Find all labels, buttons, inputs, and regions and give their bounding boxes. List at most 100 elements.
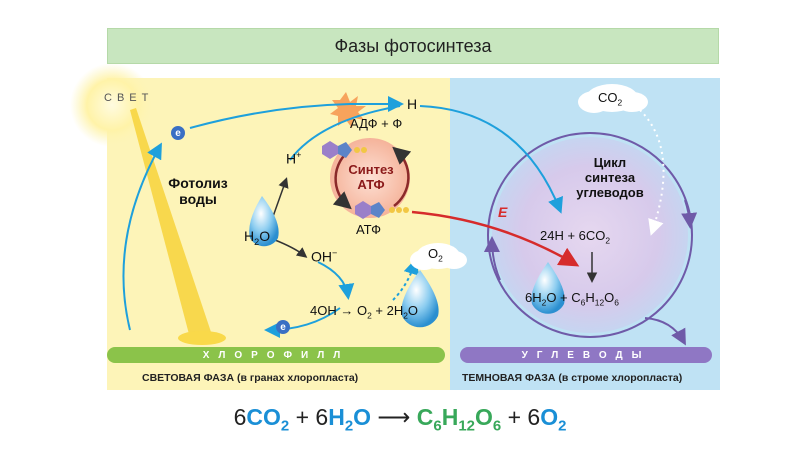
rx4-sub-b: 2 [403,310,408,321]
eq-o3-sub: 2 [558,417,567,435]
eq-c-sub: 6 [433,417,442,435]
o2-sub: 2 [438,253,443,264]
eq-plus-2: + 6 [501,404,541,430]
electron-to-h-arrow [189,96,404,129]
eq-coef-1: 6 [233,404,247,430]
rx4-part-b: + 2H [371,303,404,318]
co2-label: CO2 [598,90,622,108]
eq-o: O [353,404,372,430]
co2-base: CO [598,90,618,105]
photolysis-line-1: Фотолиз [168,175,228,191]
rxg-sub-c: 12 [594,297,605,308]
water-drop-icon [249,196,279,247]
adp-label: АДФ + Ф [350,116,403,131]
carbs-output-arrow [644,317,686,346]
eq-arrow: ⟶ [371,404,417,430]
eq-o2-sub: 6 [492,417,502,435]
water-h: H [244,228,255,244]
cycle-line-2: синтеза [584,170,636,185]
atp-synthesis-label: Синтез АТФ [340,162,402,192]
eq-co: CO [246,404,281,430]
water-drop-product-icon [401,270,439,328]
overall-equation: 6CO2 + 6H2O ⟶ C6H12O6 + 6O2 [0,404,800,435]
light-beam-base [178,331,226,345]
rxg-sub-a: 2 [541,297,547,308]
atp-synthesis-line-1: Синтез [348,162,394,177]
co2-input-arrow [639,109,665,236]
oh-to-reaction-arrow [317,261,355,300]
eq-c: C [416,404,434,430]
hydroxide-reaction: 4OH → O2 + 2H2O [310,303,418,321]
hplus-sup: + [296,150,302,160]
eq-h-sub: 2 [344,417,354,435]
dark-phase-caption: ТЕМНОВАЯ ФАЗА (в строме хлоропласта) [462,372,683,384]
light-phase-caption: СВЕТОВАЯ ФАЗА (в гранах хлоропласта) [142,372,359,384]
carbohydrates-bar: УГЛЕВОДЫ [460,347,712,363]
carbohydrates-bar-label: УГЛЕВОДЫ [521,349,651,361]
title-bar: Фазы фотосинтеза [107,28,719,64]
rxg-part-c: H [585,290,595,305]
chlorophyll-bar-label: ХЛОРОФИЛЛ [202,349,350,361]
o2-base: O [428,246,439,261]
rxg-part-d: O [604,290,615,305]
hplus-label: H+ [286,150,301,167]
eq-h: H [328,404,345,430]
o2-cloud-icon [410,243,467,270]
cycle-line-1: Цикл [593,155,627,170]
co2-sub: 2 [617,97,623,108]
cycle-ring [487,132,693,338]
atp-cycle-arrow-right [392,146,412,207]
electron-up-arrow [122,142,162,331]
water-o: O [259,228,271,244]
oh-sup: − [332,248,338,258]
adp-molecule-icon [322,141,367,159]
rx4-part-a: 4OH → O [310,303,368,318]
electron-badge-bottom: e [276,320,290,334]
rxg-part-a: 6H [525,290,542,305]
hydrogen-co2-reaction: 24H + 6CO2 [540,228,610,246]
hplus-to-h-arrow [289,105,401,161]
water-to-oh-arrow [274,239,308,258]
photolysis-label: Фотолиз воды [158,175,238,207]
rxg-sub-d: 6 [614,297,619,308]
glucose-reaction: 6H2O + C6H12O6 [525,290,619,308]
energy-red-arrow [411,210,580,267]
cycle-arrow-right [681,199,698,229]
electron-badge-top: e [171,126,185,140]
light-beam [130,108,212,338]
rx24-part-a: 24H + 6CO [540,228,606,243]
electron-return-arrow [264,307,341,338]
rxg-sub-b: 6 [580,297,586,308]
photolysis-line-2: воды [179,191,217,207]
o2-label: O2 [428,246,443,264]
atp-synthesis-line-2: АТФ [357,177,385,192]
oh-base: OH [311,248,332,265]
eq-o2: O [474,404,493,430]
rx4-part-c: O [407,303,419,318]
eq-o3: O [540,404,559,430]
water-formula: H2O [244,228,270,247]
hplus-base: H [286,150,297,167]
h-top-label: H [407,96,418,112]
cycle-arrow-left [483,236,501,281]
eq-h2: H [441,404,459,430]
cycle-line-3: углеводов [576,185,644,200]
eq-h2-sub: 12 [458,417,475,435]
water-sub: 2 [254,236,260,247]
eq-co-sub: 2 [280,417,290,435]
energy-label: E [498,204,508,220]
atp-molecule-icon [355,201,409,219]
electron-symbol: e [175,127,181,139]
co2-cloud-icon [578,84,648,113]
sun-label: СВЕТ [104,92,154,104]
energy-burst-icon [330,92,366,128]
h-to-cycle-arrow [419,105,563,214]
rx24-sub-a: 2 [605,235,611,246]
eq-plus-1: + 6 [289,404,329,430]
sun-icon [70,63,154,147]
cycle-label: Цикл синтеза углеводов [560,155,660,200]
oh-minus-label: OH− [311,248,337,265]
rxg-part-b: O + C [546,290,581,305]
water-drop-cycle-icon [531,262,565,314]
